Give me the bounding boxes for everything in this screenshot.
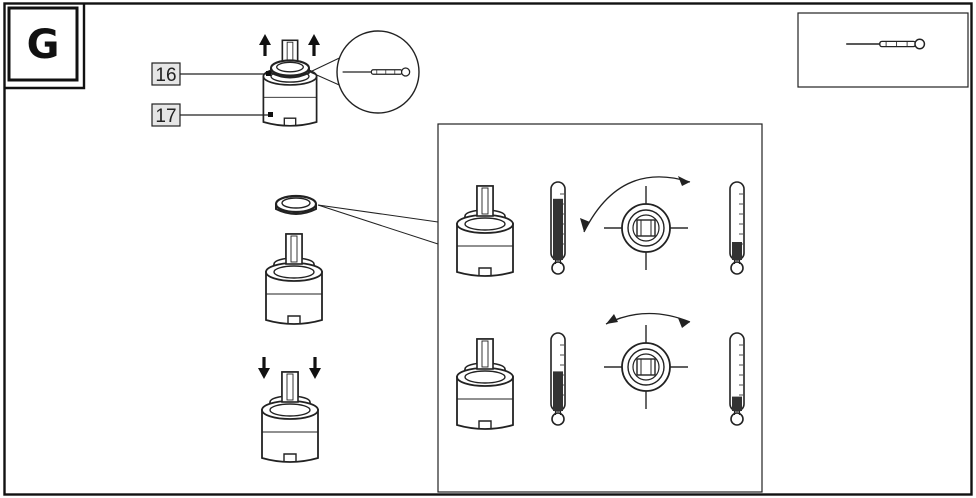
zoom-line (317, 204, 439, 245)
retaining-ring (269, 59, 311, 79)
thermometer-level (553, 371, 563, 411)
callout-16-dot (266, 71, 271, 76)
thermometer-level (732, 396, 742, 411)
rotation-arrow-icon (583, 176, 691, 233)
cartridge (261, 371, 319, 463)
rotation-arrowhead (580, 218, 590, 232)
rotation-arrowhead (678, 318, 690, 328)
rotation-arrowhead (606, 314, 618, 324)
panel-letter: G (27, 22, 60, 68)
removed-ring (274, 194, 318, 216)
outer-frame (3, 2, 973, 496)
arrow-down-icon (258, 357, 270, 379)
arrow-up-icon (308, 34, 320, 56)
letter-box-border (4, 3, 86, 90)
tool-box (797, 12, 969, 88)
callout-17-dot (268, 112, 273, 117)
thermometer-level (732, 242, 742, 260)
detail-box (437, 123, 763, 493)
arrow-up-icon (259, 34, 271, 56)
panel-letter-box (7, 6, 79, 82)
rotation-arrowhead (678, 176, 690, 186)
callout-16-number: 16 (155, 65, 176, 86)
arrow-down-icon (309, 357, 321, 379)
zoom-line (317, 204, 439, 223)
thermometer-level (553, 198, 563, 260)
cartridge (265, 233, 323, 325)
callout-17-number: 17 (155, 106, 176, 127)
